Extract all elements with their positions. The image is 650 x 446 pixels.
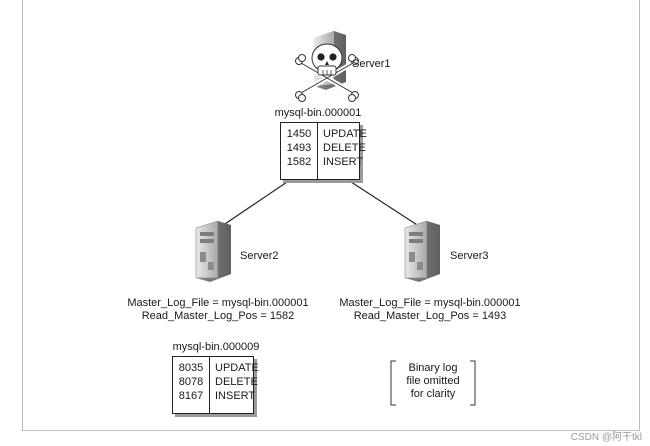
binlog-event: INSERT [323,156,364,168]
server2-binlog-table: 8035 8078 8167 UPDATE DELETE INSERT [172,356,259,414]
binlog-omitted-note: Binary log file omitted for clarity [396,362,470,401]
binlog-event: UPDATE [323,128,367,140]
binlog-position: 1493 [286,142,312,154]
binlog-event: DELETE [215,376,258,388]
figure-frame [22,0,640,431]
server3-read-master-log-pos: Read_Master_Log_Pos = 1493 [353,310,507,322]
binlog-event: INSERT [215,390,256,402]
binlog-position: 1582 [286,156,312,168]
server2-label: Server2 [240,250,279,262]
binlog-position: 8035 [178,362,204,374]
server-tower-icon [195,220,231,282]
binlog-position: 8078 [178,376,204,388]
server1-label: Server1 [352,58,391,70]
server2-master-log-file: Master_Log_File = mysql-bin.000001 [127,297,309,309]
binlog-position: 1450 [286,128,312,140]
binlog-position: 8167 [178,390,204,402]
note-line: file omitted [406,375,460,387]
server2-read-master-log-pos: Read_Master_Log_Pos = 1582 [141,310,295,322]
server-tower-icon [404,220,440,282]
server1-binlog-table: 1450 1493 1582 UPDATE DELETE INSERT [280,122,367,180]
server2-binlog-name: mysql-bin.000009 [172,341,260,353]
watermark: CSDN @阿干tkl [570,432,642,443]
server1-binlog-name: mysql-bin.000001 [274,107,362,119]
note-line: Binary log [408,362,458,374]
note-line: for clarity [410,388,456,400]
server3-label: Server3 [450,250,489,262]
skull-crossbones-server-icon [295,31,359,102]
binlog-event: DELETE [323,142,366,154]
replication-arrow-server3 [347,179,426,231]
binlog-event: UPDATE [215,362,259,374]
server3-master-log-file: Master_Log_File = mysql-bin.000001 [339,297,521,309]
note-bracket [390,360,476,406]
replication-arrow-server2 [215,179,291,231]
